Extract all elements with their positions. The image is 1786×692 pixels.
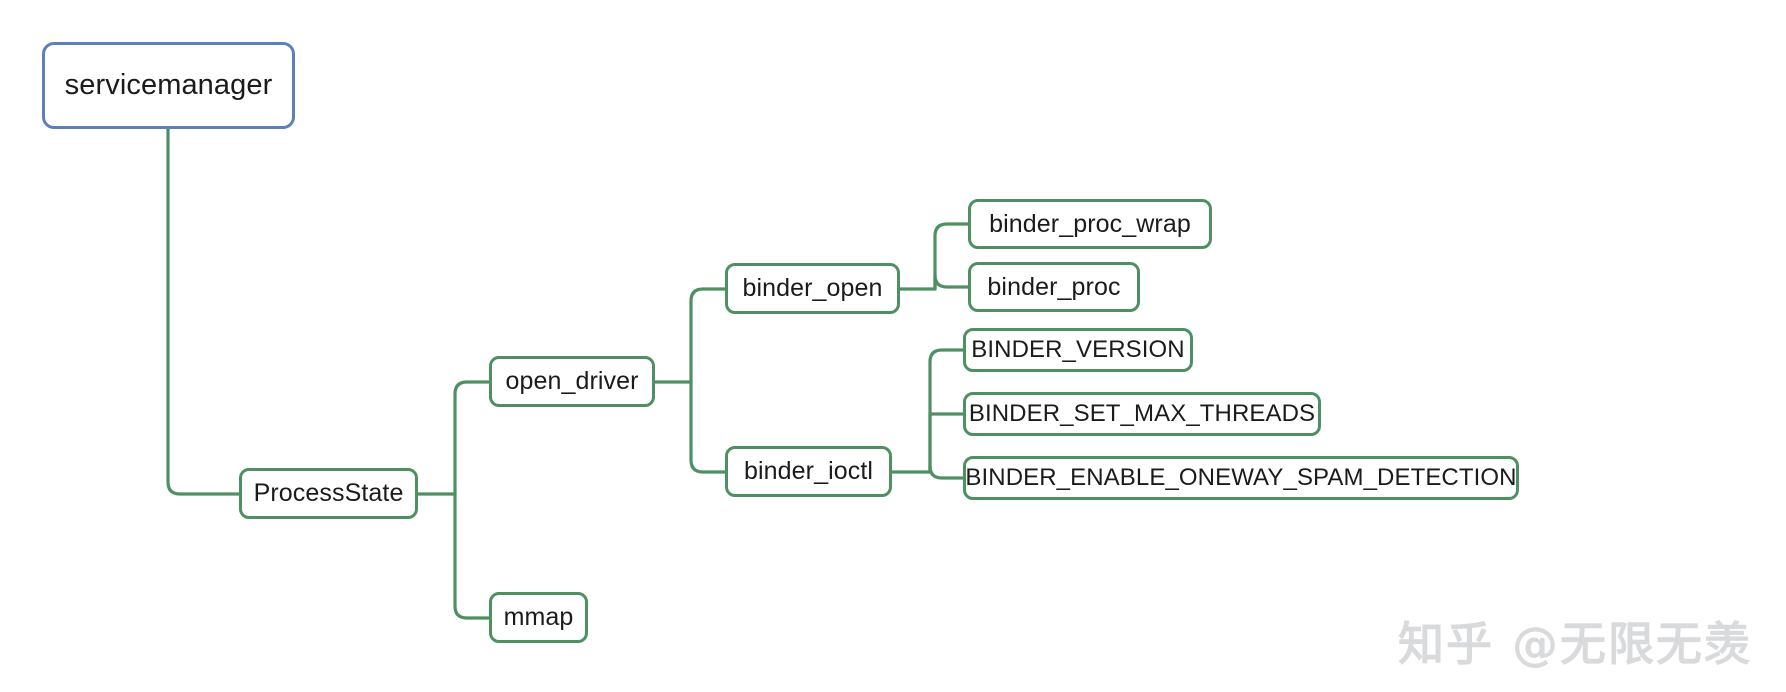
edge-processstate-open_driver — [453, 380, 491, 496]
node-processstate[interactable]: ProcessState — [239, 468, 418, 519]
node-binder-version[interactable]: BINDER_VERSION — [963, 328, 1193, 372]
node-binder-proc-wrap[interactable]: binder_proc_wrap — [968, 199, 1212, 249]
node-label-binder-version: BINDER_VERSION — [971, 336, 1185, 363]
edge-binder_open-binder_proc_wrap — [933, 222, 970, 291]
node-label-binder-enable-oneway-spam-detection: BINDER_ENABLE_ONEWAY_SPAM_DETECTION — [965, 464, 1517, 491]
node-mmap[interactable]: mmap — [489, 592, 588, 643]
edge-open_driver-binder_open — [689, 287, 727, 384]
node-label-processstate: ProcessState — [253, 479, 404, 507]
node-binder-ioctl[interactable]: binder_ioctl — [725, 446, 892, 497]
node-servicemanager[interactable]: servicemanager — [42, 42, 295, 129]
edge-open_driver-binder_ioctl — [689, 380, 727, 474]
node-label-binder-proc: binder_proc — [987, 272, 1121, 301]
node-label-binder-proc-wrap: binder_proc_wrap — [989, 209, 1191, 238]
edge-binder_open-binder_proc — [933, 273, 970, 291]
node-label-binder-ioctl: binder_ioctl — [743, 457, 874, 485]
node-binder-proc[interactable]: binder_proc — [968, 262, 1140, 312]
node-binder-set-max-threads[interactable]: BINDER_SET_MAX_THREADS — [963, 392, 1321, 436]
edge-processstate-mmap — [453, 492, 491, 620]
edge-servicemanager-processstate — [166, 127, 241, 496]
node-label-open-driver: open_driver — [505, 367, 639, 395]
watermark-handle: @无限无羡 — [1512, 617, 1752, 671]
watermark: 知乎 @无限无羡 — [1398, 608, 1752, 674]
node-label-mmap: mmap — [503, 603, 574, 631]
node-label-servicemanager: servicemanager — [64, 69, 273, 101]
watermark-site: 知乎 — [1398, 617, 1494, 671]
node-binder-open[interactable]: binder_open — [725, 263, 900, 314]
node-binder-enable-oneway-spam-detection[interactable]: BINDER_ENABLE_ONEWAY_SPAM_DETECTION — [963, 456, 1519, 500]
node-label-binder-set-max-threads: BINDER_SET_MAX_THREADS — [968, 400, 1316, 427]
node-open-driver[interactable]: open_driver — [489, 356, 655, 407]
node-label-binder-open: binder_open — [742, 274, 883, 302]
